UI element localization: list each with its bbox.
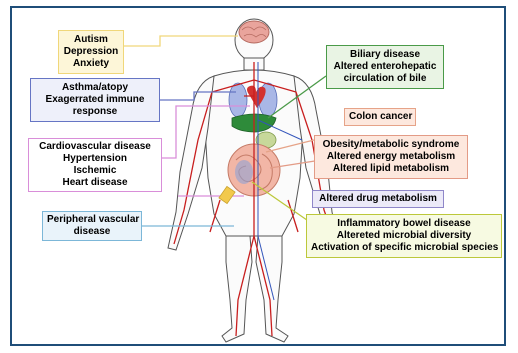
asthma-label-line: Asthma/atopy: [35, 82, 155, 94]
neuro-label-line: Depression: [63, 46, 119, 58]
biliary-label-line: Biliary disease: [331, 49, 439, 61]
drug-label-line: Altered drug metabolism: [317, 193, 439, 205]
cardio-label-line: Heart disease: [33, 177, 157, 189]
asthma-label-line: response: [35, 106, 155, 118]
drug-box: Altered drug metabolism: [312, 190, 444, 208]
lung-left-icon: [229, 83, 247, 117]
biliary-label-line: Altered enterohepatic: [331, 61, 439, 73]
cardio-label-line: Hypertension: [33, 153, 157, 165]
colon-box: Colon cancer: [344, 108, 416, 126]
obesity-label-line: Altered energy metabolism: [319, 151, 463, 163]
neuro-label-line: Anxiety: [63, 58, 119, 70]
ibd-label-line: Activation of specific microbial species: [311, 242, 497, 254]
biliary-label-line: circulation of bile: [331, 73, 439, 85]
obesity-label-line: Obesity/metabolic syndrome: [319, 139, 463, 151]
ibd-label-line: Inflammatory bowel disease: [311, 218, 497, 230]
brain-icon: [239, 21, 269, 43]
neuro-label-line: Autism: [63, 34, 119, 46]
connector-neuro: [122, 36, 238, 46]
colon-label-line: Colon cancer: [349, 111, 411, 123]
asthma-label-line: Exagerrated immune: [35, 94, 155, 106]
ibd-label-line: Altereted microbial diversity: [311, 230, 497, 242]
peripheral-label-line: Peripheral vascular: [47, 214, 137, 226]
cardio-label-line: Cardiovascular disease: [33, 141, 157, 153]
obesity-label-line: Altered lipid metabolism: [319, 163, 463, 175]
cardio-label-line: Ischemic: [33, 165, 157, 177]
peripheral-label-line: disease: [47, 226, 137, 238]
